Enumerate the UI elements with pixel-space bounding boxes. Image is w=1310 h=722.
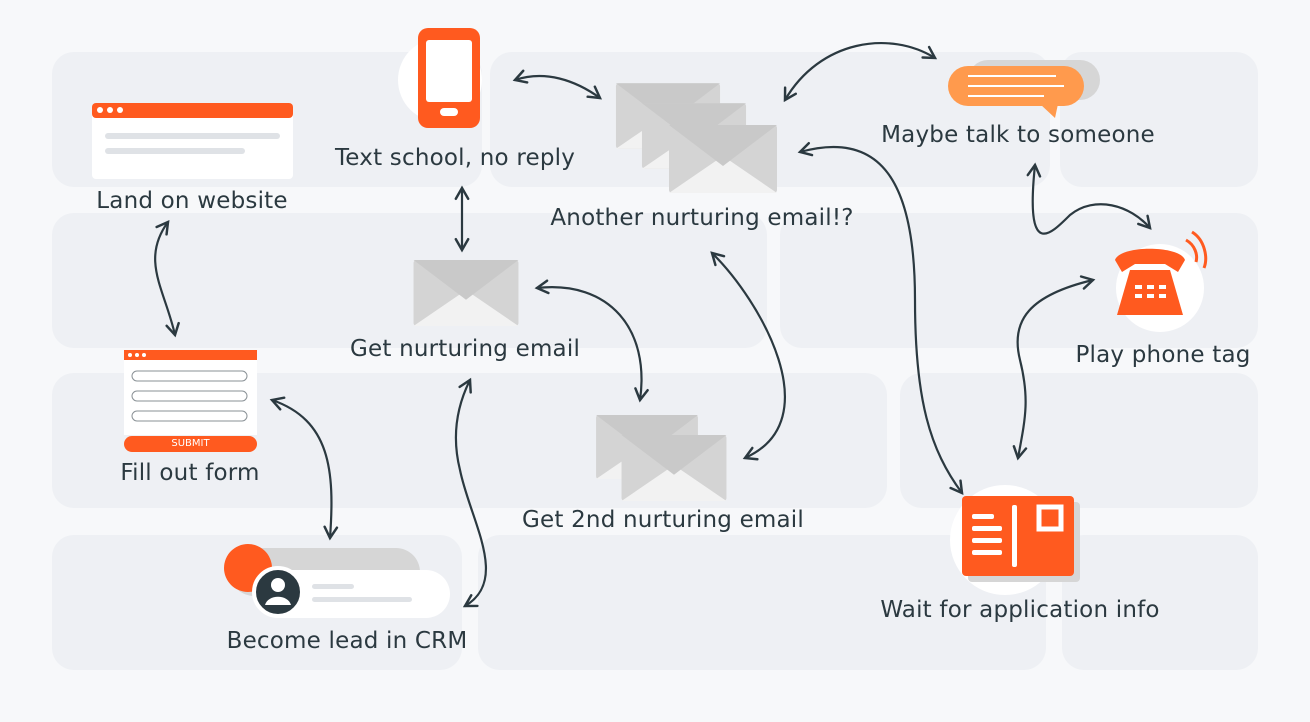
arrow-form-lead: [269, 396, 339, 541]
web-form-icon: [124, 350, 257, 452]
step-maybe-talk: Maybe talk to someone: [881, 122, 1155, 148]
bg-panel: [478, 535, 1046, 670]
envelope-pair-icon: [596, 414, 727, 502]
browser-window-icon: [92, 103, 293, 179]
arrow-another-talk: [783, 41, 938, 103]
arrow-website-form: [154, 219, 180, 338]
envelope-stack-icon: [615, 83, 777, 193]
crm-contact-card-icon: [224, 544, 450, 618]
chat-bubbles-icon: [948, 60, 1100, 118]
envelope-icon: [413, 259, 519, 327]
bg-panel: [1062, 535, 1258, 670]
mobile-phone-icon: [398, 28, 482, 128]
telephone-ringing-icon: [1115, 230, 1208, 332]
arrow-lead-getemail: [454, 377, 488, 608]
form-submit-button: SUBMIT: [171, 438, 210, 449]
step-phone-tag: Play phone tag: [1075, 342, 1251, 368]
arrow-text-another: [512, 69, 603, 100]
step-land-on-website: Land on website: [96, 188, 288, 214]
application-postcard-icon: [950, 485, 1080, 595]
flow-arrows: [154, 41, 1152, 608]
step-become-lead: Become lead in CRM: [226, 628, 468, 654]
step-get-email: Get nurturing email: [349, 336, 581, 362]
arrow-another-second: [710, 251, 786, 461]
step-wait-application: Wait for application info: [880, 597, 1160, 623]
step-fill-form: Fill out form: [120, 460, 260, 486]
step-text-school: Text school, no reply: [334, 145, 576, 171]
arrow-phone-wait: [1012, 275, 1096, 461]
arrow-talk-phone: [1026, 162, 1152, 235]
step-second-email: Get 2nd nurturing email: [522, 507, 804, 533]
arrow-getemail-second: [534, 279, 649, 403]
arrow-another-wait: [797, 141, 964, 495]
step-another-email: Another nurturing email!?: [550, 205, 854, 231]
